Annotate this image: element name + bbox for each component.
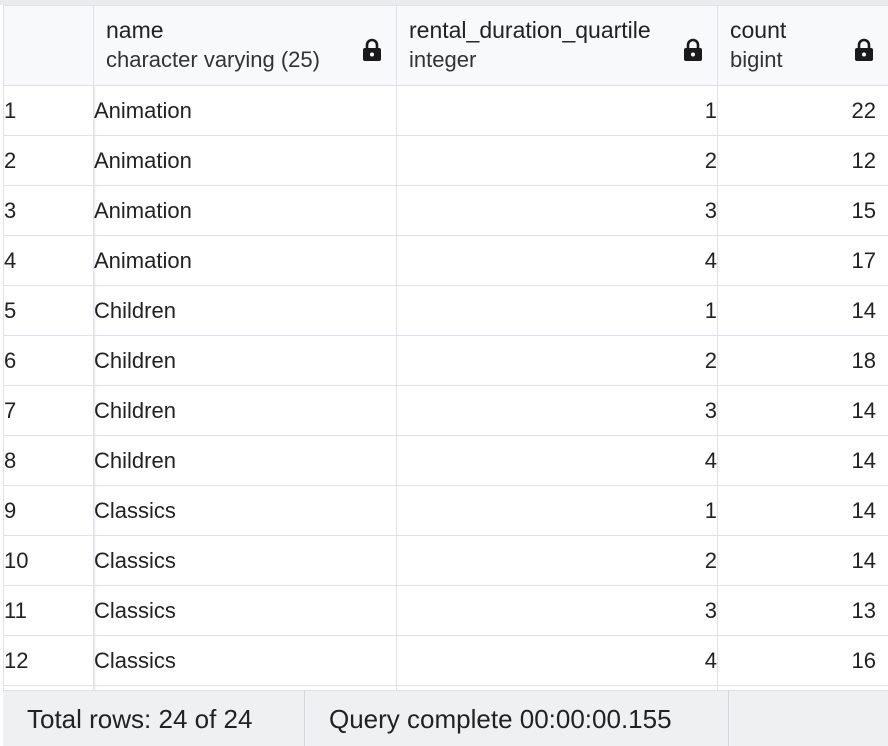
cell-count[interactable]: 16: [717, 635, 888, 686]
column-type: bigint: [730, 47, 783, 72]
cell-name[interactable]: Children: [93, 385, 397, 436]
row-number[interactable]: 5: [3, 285, 94, 336]
cell-count[interactable]: 15: [717, 185, 888, 236]
cell-count[interactable]: 14: [717, 285, 888, 336]
cell-rental-duration-quartile[interactable]: 1: [396, 485, 718, 536]
cell-count[interactable]: 14: [717, 435, 888, 486]
column-header-count[interactable]: count bigint: [717, 5, 888, 86]
table-row[interactable]: 1 Animation 1 22: [3, 85, 888, 136]
column-type: character varying (25): [106, 47, 320, 72]
table-row[interactable]: 5 Children 1 14: [3, 285, 888, 336]
table-row[interactable]: 3 Animation 3 15: [3, 185, 888, 236]
column-type: integer: [409, 47, 477, 72]
cell-name[interactable]: Children: [93, 435, 397, 486]
table-row[interactable]: 9 Classics 1 14: [3, 485, 888, 536]
cell-count[interactable]: 22: [717, 85, 888, 136]
row-number[interactable]: 9: [3, 485, 94, 536]
cell-name[interactable]: Classics: [93, 535, 397, 586]
cell-rental-duration-quartile[interactable]: 1: [396, 85, 718, 136]
table-row[interactable]: 11 Classics 3 13: [3, 585, 888, 636]
cell-rental-duration-quartile[interactable]: 4: [396, 635, 718, 686]
cell-rental-duration-quartile[interactable]: 3: [396, 185, 718, 236]
cell-name[interactable]: Classics: [93, 485, 397, 536]
cell-count[interactable]: 12: [717, 135, 888, 186]
lock-icon: [363, 38, 381, 61]
cell-name[interactable]: Children: [93, 335, 397, 386]
cell-name[interactable]: Animation: [93, 235, 397, 286]
row-number[interactable]: 2: [3, 135, 94, 186]
lock-icon: [855, 38, 873, 61]
status-bar: Total rows: 24 of 24 Query complete 00:0…: [3, 690, 888, 746]
cell-count[interactable]: 18: [717, 335, 888, 386]
header-row: name character varying (25) rental_durat…: [3, 5, 888, 86]
lock-icon: [684, 38, 702, 61]
cell-rental-duration-quartile[interactable]: 3: [396, 385, 718, 436]
table-row[interactable]: 7 Children 3 14: [3, 385, 888, 436]
column-name: rental_duration_quartile: [409, 17, 651, 43]
cell-rental-duration-quartile[interactable]: 1: [396, 285, 718, 336]
cell-name[interactable]: Classics: [93, 585, 397, 636]
cell-rental-duration-quartile[interactable]: 3: [396, 585, 718, 636]
cell-count[interactable]: 14: [717, 485, 888, 536]
cell-name[interactable]: Animation: [93, 185, 397, 236]
table-row[interactable]: 6 Children 2 18: [3, 335, 888, 386]
row-number[interactable]: 10: [3, 535, 94, 586]
row-number[interactable]: 11: [3, 585, 94, 636]
result-grid: name character varying (25) rental_durat…: [3, 5, 888, 736]
row-number[interactable]: 6: [3, 335, 94, 386]
table-row[interactable]: 4 Animation 4 17: [3, 235, 888, 286]
column-header-rental-duration-quartile[interactable]: rental_duration_quartile integer: [396, 5, 718, 86]
table-row[interactable]: 12 Classics 4 16: [3, 635, 888, 686]
cell-name[interactable]: Animation: [93, 135, 397, 186]
row-number[interactable]: 8: [3, 435, 94, 486]
cell-name[interactable]: Children: [93, 285, 397, 336]
cell-rental-duration-quartile[interactable]: 2: [396, 335, 718, 386]
cell-rental-duration-quartile[interactable]: 4: [396, 235, 718, 286]
cell-rental-duration-quartile[interactable]: 2: [396, 135, 718, 186]
row-number[interactable]: 1: [3, 85, 94, 136]
top-border: [0, 0, 888, 5]
cell-count[interactable]: 14: [717, 535, 888, 586]
row-number[interactable]: 4: [3, 235, 94, 286]
row-number[interactable]: 7: [3, 385, 94, 436]
cell-count[interactable]: 13: [717, 585, 888, 636]
cell-name[interactable]: Animation: [93, 85, 397, 136]
table-row[interactable]: 10 Classics 2 14: [3, 535, 888, 586]
cell-rental-duration-quartile[interactable]: 2: [396, 535, 718, 586]
row-number-header[interactable]: [3, 5, 94, 86]
cell-name[interactable]: Classics: [93, 635, 397, 686]
cell-count[interactable]: 14: [717, 385, 888, 436]
column-name: count: [730, 17, 787, 43]
table-row[interactable]: 8 Children 4 14: [3, 435, 888, 486]
row-number[interactable]: 12: [3, 635, 94, 686]
table-row[interactable]: 2 Animation 2 12: [3, 135, 888, 186]
cell-count[interactable]: 17: [717, 235, 888, 286]
column-header-name[interactable]: name character varying (25): [93, 5, 397, 86]
query-status: Query complete 00:00:00.155: [305, 691, 729, 746]
total-rows-status: Total rows: 24 of 24: [3, 691, 305, 746]
column-name: name: [106, 17, 164, 43]
cell-rental-duration-quartile[interactable]: 4: [396, 435, 718, 486]
row-number[interactable]: 3: [3, 185, 94, 236]
